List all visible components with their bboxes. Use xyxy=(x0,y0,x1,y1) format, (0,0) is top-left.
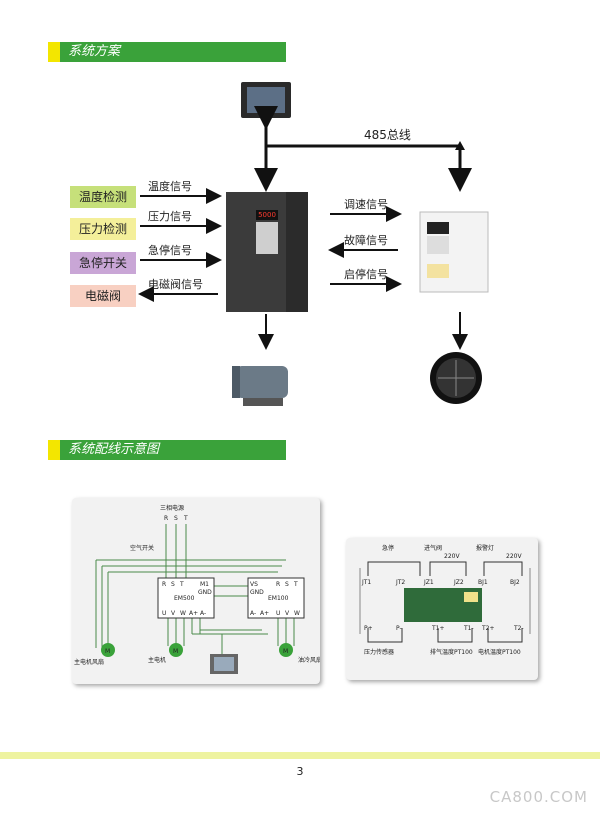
wiring-panel-main: 三相电源 R S T 空气开关 EM500 R S T M1 GND U V W… xyxy=(72,498,322,684)
switch-label: 空气开关 xyxy=(130,544,154,552)
signal-pressure: 压力信号 xyxy=(148,210,192,223)
term-t2plus: T2+ xyxy=(481,625,495,632)
pressure-sensor-label: 压力传感器 xyxy=(364,648,394,656)
term-bj2: BJ2 xyxy=(510,579,520,586)
fan-label: 主电机风扇 xyxy=(74,658,104,666)
em500-u: U xyxy=(162,610,166,617)
em100-name: EM100 xyxy=(268,595,289,602)
main-motor-label: 主电机 xyxy=(148,656,166,664)
term-pplus: P+ xyxy=(364,625,373,632)
signal-estop: 急停信号 xyxy=(148,244,192,257)
term-bj1: BJ1 xyxy=(478,579,488,586)
phase-r: R xyxy=(164,515,168,522)
oil-fan-label: 油冷风扇 xyxy=(298,656,320,664)
signal-speed: 调速信号 xyxy=(344,198,388,211)
section-header-wiring: 系统配线示意图 xyxy=(48,440,286,460)
em100-s: S xyxy=(285,581,289,588)
em500-gnd: GND xyxy=(198,589,212,596)
signal-startstop: 启停信号 xyxy=(344,268,388,281)
hmi-monitor-icon xyxy=(241,82,291,118)
term-pminus: P- xyxy=(396,625,402,632)
input-box-estop: 急停开关 xyxy=(70,252,136,274)
input-box-solenoid: 电磁阀 xyxy=(70,285,136,307)
em100-gnd: GND xyxy=(250,589,264,596)
em500-v: V xyxy=(171,610,176,617)
term-jt2: JT2 xyxy=(395,579,405,586)
em100-r: R xyxy=(276,581,280,588)
em100-box xyxy=(247,577,305,619)
system-diagram: 5000 xyxy=(138,82,489,406)
term-jz2: JZ2 xyxy=(453,579,464,586)
input-box-temperature: 温度检测 xyxy=(70,186,136,208)
em100-aplus: A+ xyxy=(260,610,269,617)
section-title: 系统配线示意图 xyxy=(60,440,286,460)
page-number: 3 xyxy=(296,765,304,778)
motor-temp-label: 电机温度PT100 xyxy=(478,648,521,656)
exhaust-temp-label: 排气温度PT100 xyxy=(430,648,473,656)
alarm-voltage: 220V xyxy=(506,553,522,560)
phase-s: S xyxy=(174,515,178,522)
input-box-pressure: 压力检测 xyxy=(70,218,136,240)
em500-aplus: A+ xyxy=(189,610,198,617)
em100-u: U xyxy=(276,610,280,617)
power-source-label: 三相电源 xyxy=(160,504,184,512)
signal-fault: 故障信号 xyxy=(344,234,388,247)
svg-text:M: M xyxy=(283,648,288,655)
term-t2minus: T2- xyxy=(513,625,524,632)
term-t1minus: T1- xyxy=(463,625,474,632)
em500-t: T xyxy=(179,581,184,588)
em500-m1: M1 xyxy=(200,581,209,588)
motor-symbol-fan: M xyxy=(101,643,115,657)
estop-label: 急停 xyxy=(382,544,394,552)
svg-text:M: M xyxy=(105,648,110,655)
motor-icon xyxy=(232,366,288,406)
watermark: CA800.COM xyxy=(489,788,588,806)
motor-symbol-main: M xyxy=(169,643,183,657)
wiring-diagram-main: 三相电源 R S T 空气开关 EM500 R S T M1 GND U V W… xyxy=(74,504,322,674)
em500-s: S xyxy=(171,581,175,588)
em100-v: V xyxy=(285,610,290,617)
em500-w: W xyxy=(180,610,186,617)
signal-solenoid: 电磁阀信号 xyxy=(148,278,203,291)
signal-temperature: 温度信号 xyxy=(148,180,192,193)
em500-r: R xyxy=(162,581,166,588)
header-accent xyxy=(48,42,60,62)
em100-aminus: A- xyxy=(250,610,256,617)
bus-label: 485总线 xyxy=(364,128,411,142)
term-t1plus: T1+ xyxy=(431,625,445,632)
em100-t: T xyxy=(293,581,298,588)
em500-box xyxy=(157,577,215,619)
fan-inverter-icon xyxy=(419,211,489,293)
motor-symbol-oil: M xyxy=(279,643,293,657)
valve-label: 进气阀 xyxy=(424,544,442,552)
wiring-panel-controller: 急停 进气阀 220V 报警灯 220V JT1 JT2 JZ1 JZ2 BJ1… xyxy=(346,538,538,680)
em100-vs: VS xyxy=(250,581,258,588)
em500-name: EM500 xyxy=(174,595,195,602)
section-title: 系统方案 xyxy=(60,42,286,62)
vfd-display-text: 5000 xyxy=(258,211,276,219)
phase-t: T xyxy=(183,515,188,522)
cooling-fan-icon xyxy=(430,352,482,404)
svg-text:M: M xyxy=(173,648,178,655)
alarm-label: 报警灯 xyxy=(476,544,494,552)
em500-aminus: A- xyxy=(200,610,206,617)
footer-stripe xyxy=(0,752,600,759)
main-inverter-icon: 5000 xyxy=(226,192,308,312)
wiring-diagram-controller: 急停 进气阀 220V 报警灯 220V JT1 JT2 JZ1 JZ2 BJ1… xyxy=(359,544,531,656)
em100-w: W xyxy=(294,610,300,617)
term-jz1: JZ1 xyxy=(423,579,434,586)
valve-voltage: 220V xyxy=(444,553,460,560)
header-accent xyxy=(48,440,60,460)
section-header-system-plan: 系统方案 xyxy=(48,42,286,62)
term-jt1: JT1 xyxy=(361,579,371,586)
